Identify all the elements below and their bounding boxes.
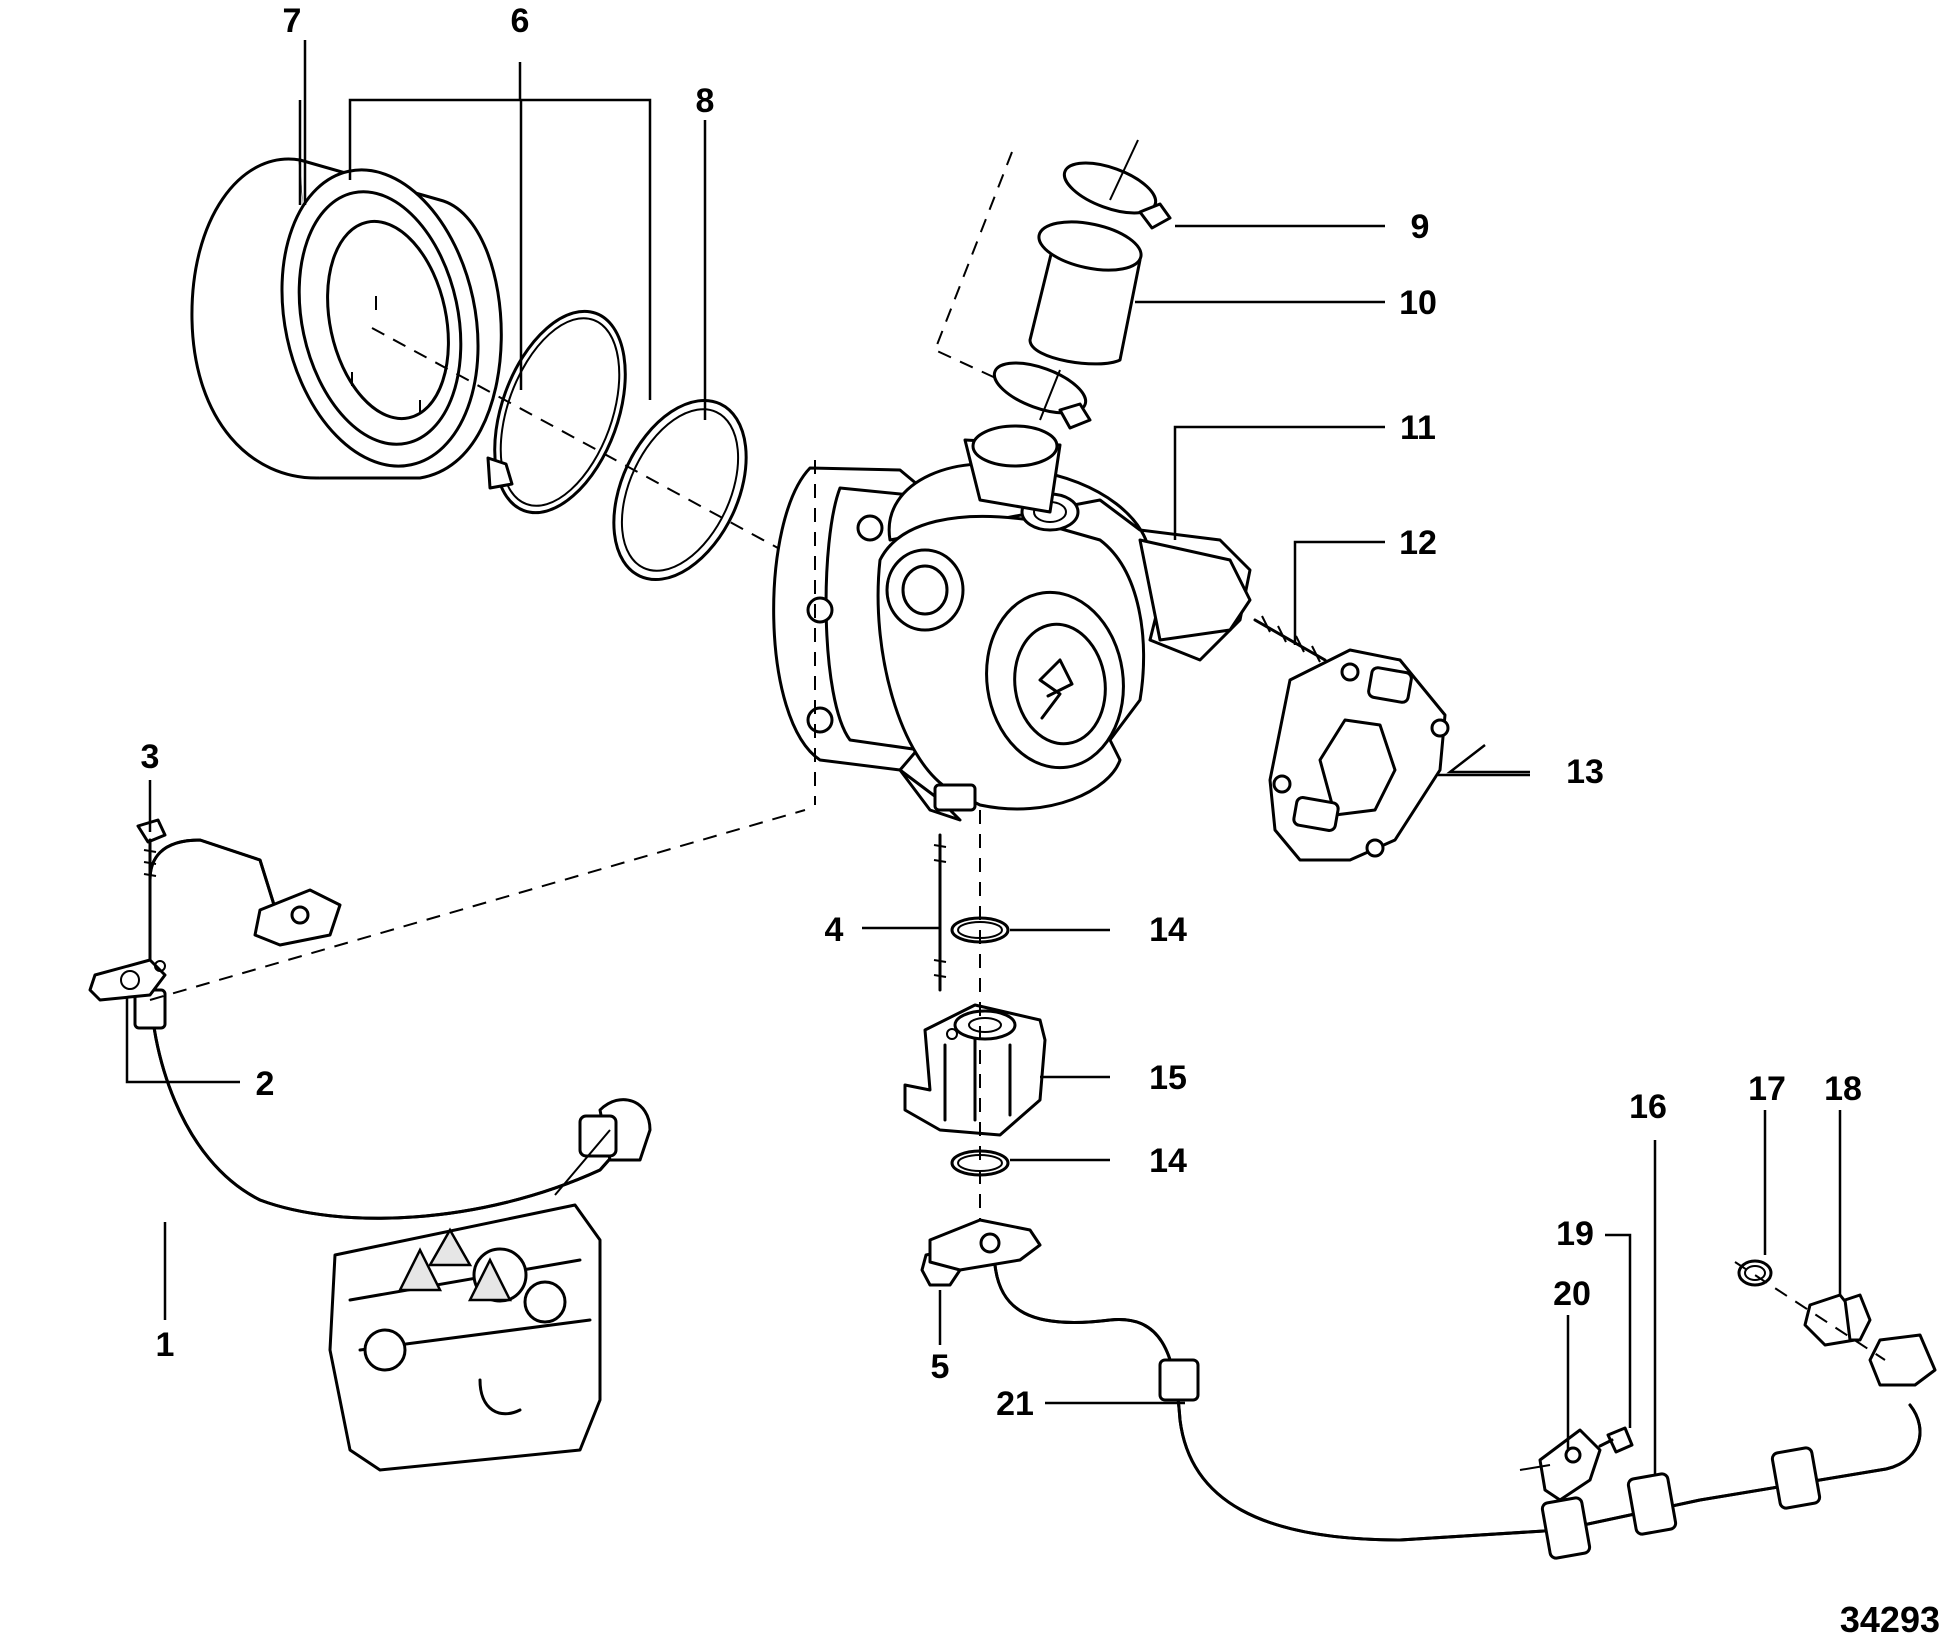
fitting-18	[1803, 1293, 1872, 1347]
figure-number: 34293	[1840, 1599, 1940, 1640]
callout-8: 8	[696, 82, 715, 120]
oil-return-line	[928, 1218, 1937, 1560]
callout-5: 5	[931, 1348, 950, 1386]
bolt-3	[136, 818, 167, 892]
callout-20: 20	[1553, 1275, 1591, 1313]
air-inlet-sleeve	[612, 398, 748, 582]
callout-15: 15	[1149, 1059, 1187, 1097]
callout-14-lower: 14	[1149, 1142, 1187, 1180]
leader-bracket	[1519, 1464, 1551, 1471]
callout-4: 4	[825, 911, 844, 949]
callout-9: 9	[1411, 208, 1430, 246]
o-ring-17	[1737, 1259, 1773, 1287]
stud-4	[933, 833, 947, 992]
centerline-oil-feed	[149, 809, 806, 1001]
callout-1: 1	[156, 1326, 175, 1364]
callout-21: 21	[996, 1385, 1034, 1423]
callout-19: 19	[1556, 1215, 1594, 1253]
callout-14-upper: 14	[1149, 911, 1187, 949]
callout-11: 11	[1400, 409, 1436, 447]
oil-drain-adapter	[903, 1003, 1047, 1137]
callout-6: 6	[511, 2, 530, 40]
turbo-gasket	[1268, 648, 1450, 862]
oil-feed-line	[133, 838, 652, 1220]
oil-line-flange	[253, 888, 342, 947]
leader-block	[554, 1129, 611, 1196]
centerline-fitting	[1734, 1261, 1886, 1361]
coolant-hose-and-clamps	[933, 139, 1172, 430]
air-filter	[190, 157, 503, 480]
callout-2: 2	[256, 1065, 275, 1103]
callout-7: 7	[283, 2, 302, 40]
callout-3: 3	[141, 738, 160, 776]
callout-12: 12	[1399, 524, 1437, 562]
screw-19	[1598, 1426, 1634, 1454]
callout-18: 18	[1824, 1070, 1862, 1108]
turbocharger	[772, 424, 1252, 822]
callout-16: 16	[1629, 1088, 1667, 1126]
bracket-20	[1538, 1428, 1602, 1502]
engine-block	[328, 1203, 602, 1472]
callout-10: 10	[1399, 284, 1437, 322]
gasket-2	[88, 958, 167, 1002]
hose-clamp-large	[486, 309, 627, 515]
leader-lines	[125, 40, 1842, 1475]
callout-13: 13	[1566, 753, 1604, 791]
centerline-air	[371, 327, 801, 561]
callout-17: 17	[1748, 1070, 1786, 1108]
stud-12	[1253, 615, 1327, 663]
